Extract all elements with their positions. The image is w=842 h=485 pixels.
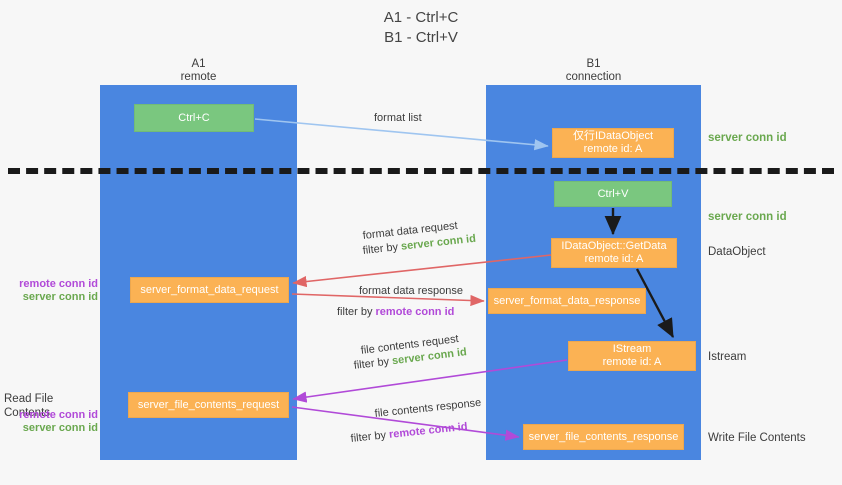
filter-value-remote-conn-id: remote conn id [375,306,455,318]
note-left-conn-ids-bottom: remote conn id server conn id [10,409,98,435]
box-server-format-data-response[interactable]: server_format_data_response [488,288,646,314]
note-write-file-contents: Write File Contents [708,432,806,444]
filter-prefix: filter by [353,355,393,372]
box-server-format-data-request[interactable]: server_format_data_request [130,277,289,303]
label-format-list: format list [374,112,422,124]
lane-header-b1: B1 connection [565,58,622,83]
box-idataobject[interactable]: 仅行IDataObject remote id: A [552,128,674,158]
box-ctrl-c[interactable]: Ctrl+C [134,104,254,132]
note-left-conn-ids-top: remote conn id server conn id [10,278,98,304]
label-format-data-response: format data response [359,285,463,297]
box-server-file-contents-response[interactable]: server_file_contents_response [523,424,684,450]
label-format-data-response-filter: filter by remote conn id [337,305,454,320]
filter-prefix: filter by [362,240,402,257]
lane-header-a1: A1 remote [180,58,217,83]
note-server-conn-id-mid: server conn id [708,211,787,223]
note-server-conn-id-top: server conn id [708,132,787,144]
note-istream: Istream [708,351,747,363]
box-istream[interactable]: IStream remote id: A [568,341,696,371]
note-server-conn-id-left-top: server conn id [22,291,98,303]
box-idataobject-getdata[interactable]: IDataObject::GetData remote id: A [551,238,677,268]
box-ctrl-v[interactable]: Ctrl+V [554,181,672,207]
note-read-file-contents: Read File Contents [4,393,54,419]
filter-prefix: filter by [350,428,390,445]
page-title: A1 - Ctrl+C B1 - Ctrl+V [383,9,459,46]
label-file-contents-response: file contents response [374,396,482,420]
dashed-separator [8,168,834,174]
label-file-contents-response-filter: filter by remote conn id [350,420,468,447]
box-server-file-contents-request[interactable]: server_file_contents_request [128,392,289,418]
note-dataobject: DataObject [708,246,766,258]
filter-value-remote-conn-id: remote conn id [388,420,469,441]
filter-prefix: filter by [337,306,376,318]
note-remote-conn-id-top: remote conn id [19,278,98,290]
note-remote-conn-id-bottom: remote conn id [19,409,98,421]
note-server-conn-id-left-bottom: server conn id [22,422,98,434]
